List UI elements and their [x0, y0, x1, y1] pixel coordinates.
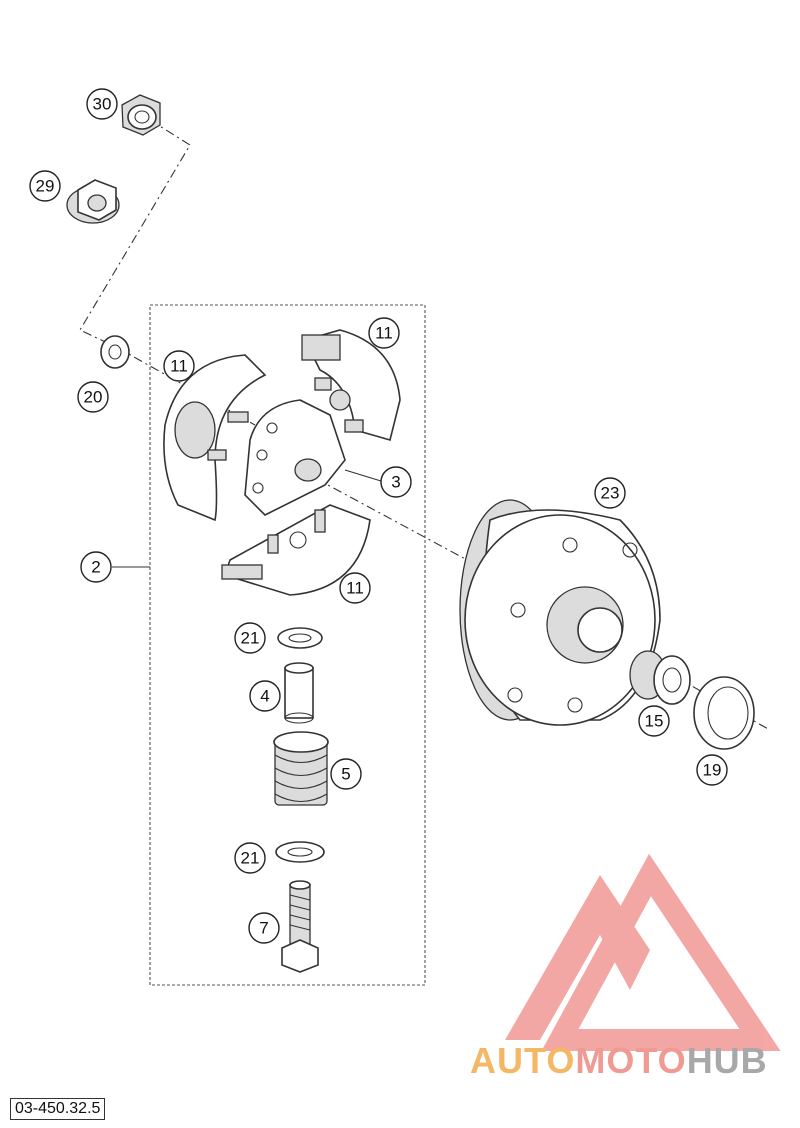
- callout-5: 5: [330, 758, 362, 790]
- callout-label: 2: [91, 558, 100, 577]
- nut-part-icon: [121, 94, 161, 136]
- watermark-logo-icon: [505, 853, 781, 1051]
- spring-washer-lower-part-icon: [275, 841, 325, 863]
- callout-label: 3: [391, 473, 400, 492]
- callout-label: 5: [341, 765, 350, 784]
- watermark-part-hub: HUB: [686, 1040, 768, 1081]
- callout-15: 15: [638, 705, 670, 737]
- callout-7: 7: [248, 912, 280, 944]
- callout-21-lower: 21: [234, 842, 266, 874]
- callout-label: 21: [241, 629, 260, 648]
- callout-label: 7: [259, 919, 268, 938]
- spring-part-icon: [273, 731, 329, 806]
- callout-19: 19: [696, 754, 728, 786]
- clutch-shoe-bottom-part-icon: [221, 504, 371, 596]
- callout-label: 11: [170, 357, 188, 376]
- callout-20: 20: [77, 381, 109, 413]
- needle-bearing-part-icon: [629, 650, 691, 705]
- diagram-reference-code: 03-450.32.5: [10, 1098, 106, 1120]
- watermark-part-auto: AUTO: [470, 1040, 576, 1081]
- callout-label: 20: [84, 388, 103, 407]
- assembly-group-box: [149, 304, 426, 986]
- callout-11-top: 11: [368, 317, 400, 349]
- carrier-plate-part-icon: [244, 399, 346, 516]
- clutch-shoe-top-part-icon: [301, 329, 401, 441]
- callout-3: 3: [344, 466, 412, 498]
- callout-label: 30: [93, 95, 112, 114]
- callout-label: 29: [36, 177, 55, 196]
- thrust-washer-part-icon: [693, 676, 755, 750]
- callout-label: 19: [703, 761, 722, 780]
- callout-11-left: 11: [163, 350, 195, 382]
- callout-11-bottom: 11: [339, 572, 371, 604]
- callout-23: 23: [594, 477, 626, 509]
- callout-30: 30: [86, 88, 118, 120]
- callout-21-upper: 21: [234, 622, 266, 654]
- spring-washer-upper-part-icon: [277, 627, 323, 649]
- callout-2: 2: [80, 551, 112, 583]
- watermark-part-moto: MOTO: [575, 1040, 687, 1081]
- clutch-shoe-left-part-icon: [163, 354, 267, 522]
- callout-29: 29: [29, 170, 61, 202]
- callout-label: 23: [601, 484, 620, 503]
- sleeve-part-icon: [284, 662, 314, 724]
- clutch-drum-part-icon: [459, 499, 661, 726]
- callout-label: 4: [260, 687, 269, 706]
- flange-nut-part-icon: [66, 179, 120, 224]
- callout-label: 11: [375, 324, 393, 343]
- callout-4: 4: [249, 680, 281, 712]
- callout-label: 11: [346, 579, 364, 598]
- callout-label: 15: [645, 712, 664, 731]
- callout-label: 21: [241, 849, 260, 868]
- bolt-part-icon: [281, 880, 319, 973]
- washer-part-icon: [100, 335, 130, 369]
- watermark-wordmark: AUTOMOTOHUB: [470, 1040, 768, 1082]
